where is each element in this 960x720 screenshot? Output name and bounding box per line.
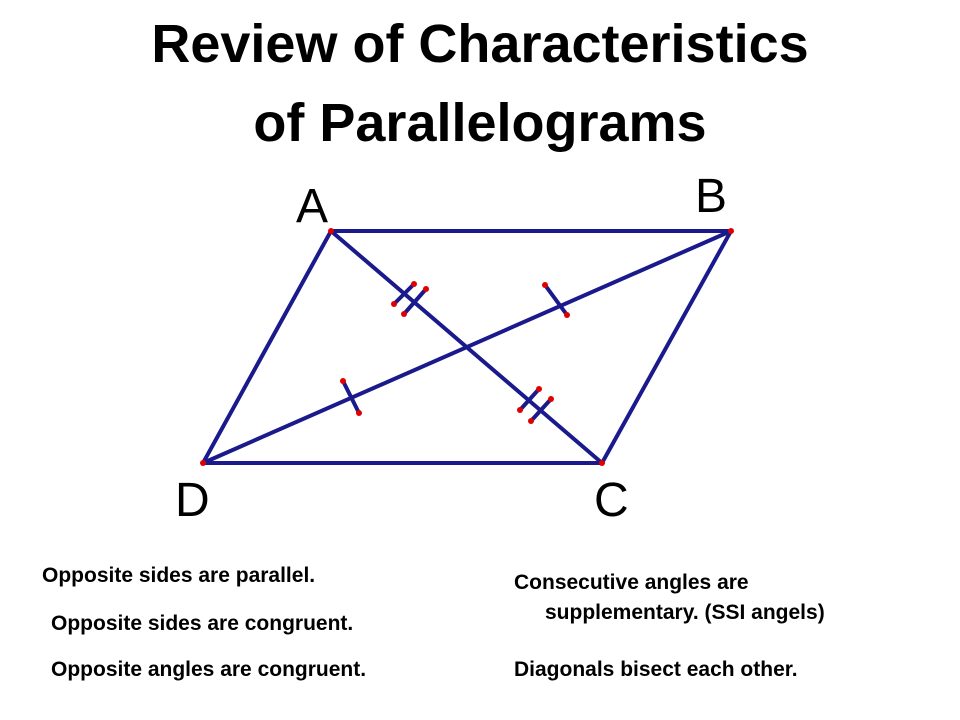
vertex-point-b — [728, 228, 734, 234]
property-consecutive-angles-line2: supplementary. (SSI angels) — [545, 601, 825, 624]
tick-endpoint — [340, 378, 346, 384]
side-bc — [600, 229, 733, 465]
points — [200, 228, 734, 466]
side-da — [201, 229, 333, 465]
tick-endpoint — [564, 312, 570, 318]
tick-endpoint — [391, 301, 397, 307]
double-tick-lower-1 — [518, 387, 541, 412]
property-opposite-angles-congruent: Opposite angles are congruent. — [51, 658, 367, 681]
vertex-label-a: A — [296, 180, 328, 233]
diagonals — [201, 229, 733, 465]
parallelogram-sides — [201, 229, 733, 465]
tick-marks — [341, 282, 569, 423]
vertex-label-c: C — [594, 474, 629, 527]
double-tick-upper-1 — [392, 282, 416, 306]
vertex-point-c — [599, 460, 605, 466]
double-tick-lower-2 — [529, 397, 553, 423]
tick-endpoint — [528, 418, 534, 424]
single-tick-left — [341, 379, 361, 415]
property-opposite-sides-congruent: Opposite sides are congruent. — [51, 612, 354, 635]
tick-endpoint — [542, 282, 548, 288]
tick-endpoint — [356, 410, 362, 416]
property-opposite-sides-parallel: Opposite sides are parallel. — [42, 564, 316, 587]
property-consecutive-angles-line1: Consecutive angles are — [514, 571, 749, 594]
vertex-label-b: B — [695, 170, 727, 223]
title-line-1: Review of Characteristics — [151, 14, 809, 74]
title-line-2: of Parallelograms — [253, 93, 707, 153]
tick-endpoint — [401, 311, 407, 317]
diagonal-bd — [201, 229, 733, 465]
tick-endpoint — [423, 286, 429, 292]
vertex-label-d: D — [175, 474, 210, 527]
tick-endpoint — [411, 281, 417, 287]
property-diagonals-bisect: Diagonals bisect each other. — [514, 658, 798, 681]
property-consecutive-angles: Consecutive angles are supplementary. (S… — [514, 568, 825, 628]
single-tick-right — [543, 283, 569, 317]
vertex-point-a — [328, 228, 334, 234]
tick-endpoint — [536, 386, 542, 392]
tick-endpoint — [517, 407, 523, 413]
double-tick-upper-2 — [402, 287, 428, 316]
vertex-point-d — [200, 460, 206, 466]
tick-endpoint — [548, 396, 554, 402]
